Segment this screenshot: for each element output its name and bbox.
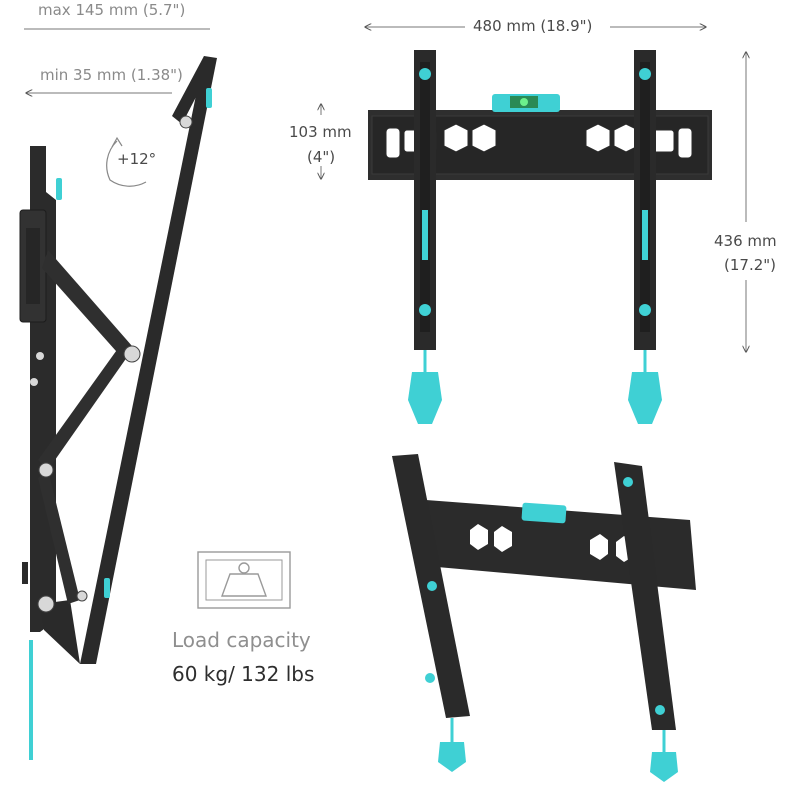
max-depth-label: max 145 mm (5.7"): [38, 1, 186, 19]
tilt-arrow: [106, 136, 147, 187]
width-label: 480 mm (18.9"): [473, 17, 593, 35]
rail-height-in-label: (4"): [307, 148, 336, 166]
min-depth-label: min 35 mm (1.38"): [40, 66, 183, 84]
load-capacity-title: Load capacity: [172, 628, 311, 652]
weight-icon: [197, 551, 291, 609]
perspective-view-mount: [392, 454, 696, 782]
side-view-mount: [19, 56, 217, 760]
front-view-mount: [368, 50, 712, 424]
rail-height-mm-label: 103 mm: [289, 123, 352, 141]
height-mm-label: 436 mm: [714, 232, 777, 250]
height-in-label: (17.2"): [724, 256, 777, 274]
load-capacity-value: 60 kg/ 132 lbs: [172, 662, 315, 686]
tilt-label: +12°: [117, 150, 157, 168]
